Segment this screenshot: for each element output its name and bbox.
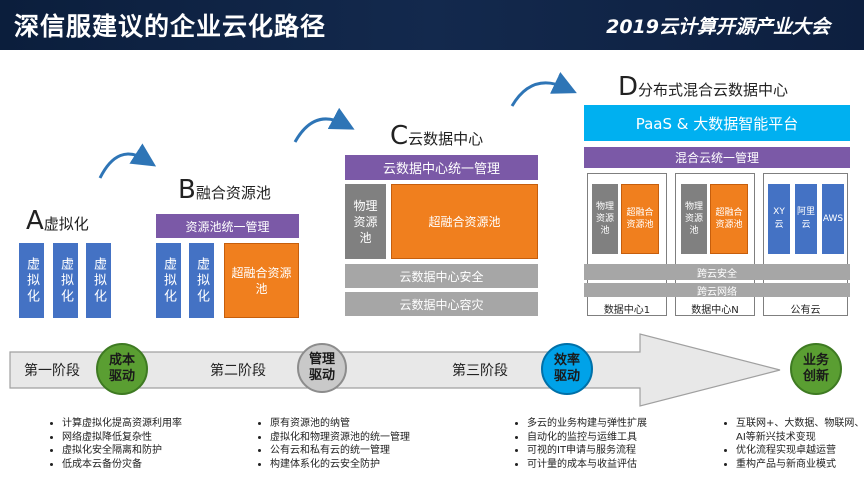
bullet-item: 多云的业务构建与弹性扩展 (527, 417, 717, 431)
driver-efficiency: 效率驱动 (541, 343, 593, 395)
bullet-item: 原有资源池的纳管 (270, 417, 470, 431)
stage-b-virt-1: 虚拟化 (156, 243, 181, 318)
stage-d-title: D分布式混合云数据中心 (618, 72, 789, 102)
arrow-b-to-c-icon (293, 107, 355, 143)
stage-b-pool: 超融合资源池 (224, 243, 299, 318)
stage-d-mgmt-bar: 混合云统一管理 (584, 147, 850, 168)
public-cloud-label: 公有云 (790, 304, 821, 316)
dc1-label: 数据中心1 (603, 304, 651, 316)
dcn-hci-pool: 超融合资源池 (710, 184, 748, 254)
stage-c-hci-pool: 超融合资源池 (391, 184, 538, 259)
stage-c-dr: 云数据中心容灾 (345, 292, 538, 316)
bullet-item: 自动化的监控与运维工具 (527, 431, 717, 445)
cross-cloud-security: 跨云安全 (584, 264, 850, 280)
driver-management: 管理驱动 (297, 343, 347, 393)
bullet-item: 虚拟化和物理资源池的统一管理 (270, 431, 470, 445)
stage-c-physical-pool: 物理资源池 (345, 184, 386, 259)
stage-b-mgmt-bar: 资源池统一管理 (156, 214, 299, 238)
bullets-phase-1: 计算虚拟化提高资源利用率 网络虚拟降低复杂性 虚拟化安全隔离和防护 低成本云备份… (48, 417, 252, 471)
cloud-xy: XY云 (768, 184, 790, 254)
bullet-item: 重构产品与新商业模式 (736, 458, 864, 472)
arrow-c-to-d-icon (510, 72, 577, 107)
stage-b-virt-2: 虚拟化 (189, 243, 214, 318)
page-title: 深信服建议的企业云化路径 (14, 12, 327, 41)
stage-c-security: 云数据中心安全 (345, 264, 538, 288)
cloud-aliyun: 阿里云 (795, 184, 817, 254)
driver-business-innovation: 业务创新 (790, 343, 842, 395)
phase-3-label: 第三阶段 (452, 363, 508, 379)
bullet-item: 可计量的成本与收益评估 (527, 458, 717, 472)
bullets-phase-4: 互联网+、大数据、物联网、AI等新兴技术变现 优化流程实现卓越运营 重构产品与新… (722, 417, 864, 471)
bullet-item: 虚拟化安全隔离和防护 (62, 444, 252, 458)
phase-1-label: 第一阶段 (24, 363, 80, 379)
stage-b-title: B融合资源池 (178, 175, 271, 205)
bullet-item: 网络虚拟降低复杂性 (62, 431, 252, 445)
bullet-item: 互联网+、大数据、物联网、AI等新兴技术变现 (736, 417, 864, 444)
cross-cloud-network: 跨云网络 (584, 283, 850, 298)
bullet-item: 构建体系化的云安全防护 (270, 458, 470, 472)
dcn-label: 数据中心N (691, 304, 739, 316)
bullet-item: 公有云和私有云的统一管理 (270, 444, 470, 458)
header-banner (0, 0, 864, 50)
dc1-physical-pool: 物理资源池 (592, 184, 618, 254)
bullets-phase-3: 多云的业务构建与弹性扩展 自动化的监控与运维工具 可视的IT申请与服务流程 可计… (513, 417, 717, 471)
stage-a-virt-3: 虚拟化 (86, 243, 111, 318)
stage-c-title: C云数据中心 (390, 121, 484, 151)
cloud-aws: AWS (822, 184, 844, 254)
bullet-item: 低成本云备份灾备 (62, 458, 252, 472)
dcn-physical-pool: 物理资源池 (681, 184, 707, 254)
datacenter-n-box (675, 173, 755, 316)
arrow-a-to-b-icon (98, 143, 157, 179)
bullets-phase-2: 原有资源池的纳管 虚拟化和物理资源池的统一管理 公有云和私有云的统一管理 构建体… (256, 417, 470, 471)
dc1-hci-pool: 超融合资源池 (621, 184, 659, 254)
stage-a-title: A虚拟化 (26, 206, 89, 236)
stage-c-mgmt-bar: 云数据中心统一管理 (345, 155, 538, 180)
driver-cost: 成本驱动 (96, 343, 148, 395)
bullet-item: 优化流程实现卓越运营 (736, 444, 864, 458)
public-cloud-box (763, 173, 848, 316)
datacenter-1-box (587, 173, 667, 316)
stage-d-paas-platform: PaaS & 大数据智能平台 (584, 105, 850, 141)
stage-a-virt-1: 虚拟化 (19, 243, 44, 318)
bullet-item: 计算虚拟化提高资源利用率 (62, 417, 252, 431)
event-logo-text: 2019云计算开源产业大会 (606, 16, 830, 38)
bullet-item: 可视的IT申请与服务流程 (527, 444, 717, 458)
phase-2-label: 第二阶段 (210, 363, 266, 379)
stage-a-virt-2: 虚拟化 (53, 243, 78, 318)
